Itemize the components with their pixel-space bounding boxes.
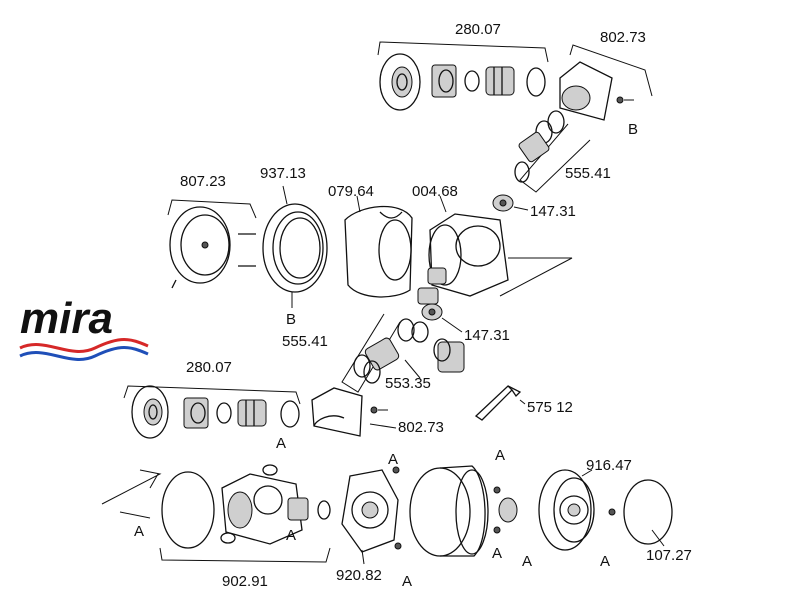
label-147-31-mid: 147.31 (464, 327, 510, 344)
part-937-13: 937.13 B (260, 165, 328, 328)
label-b-top: B (628, 121, 638, 138)
label-807-23: 807.23 (180, 173, 226, 190)
label-147-31-top: 147.31 (530, 203, 576, 220)
part-555-41-right: 555.41 (514, 110, 611, 193)
label-575-12: 575 12 (527, 399, 573, 416)
label-107-27: 107.27 (646, 547, 692, 564)
part-575-12: 575 12 (474, 385, 573, 421)
part-shroud (409, 465, 489, 557)
part-807-23: 807.23 (167, 173, 257, 289)
label-555-41-left: 555.41 (282, 333, 328, 350)
label-079-64: 079.64 (328, 183, 374, 200)
logo-wave-blue (19, 346, 149, 361)
part-555-41-left: 555.41 (282, 313, 429, 393)
label-553-35: 553.35 (385, 375, 431, 392)
part-902-91-assembly: 902.91 A A A (101, 435, 331, 590)
label-937-13: 937.13 (260, 165, 306, 182)
label-a-4: A (388, 451, 398, 468)
part-107-27: A 107.27 (600, 479, 692, 570)
part-920-82: 920.82 A A (336, 451, 412, 590)
label-920-82: 920.82 (336, 567, 382, 584)
label-a-8: A (522, 553, 532, 570)
mira-logo: mira (19, 294, 149, 361)
part-280-07-bottom: 280.07 (123, 359, 301, 439)
label-a-6: A (495, 447, 505, 464)
part-004-68: 004.68 (412, 183, 573, 305)
label-280-07-top: 280.07 (455, 21, 501, 38)
label-b-mid: B (286, 311, 296, 328)
label-a-2: A (276, 435, 286, 452)
label-a-1: A (134, 523, 144, 540)
label-555-41-right: 555.41 (565, 165, 611, 182)
label-902-91: 902.91 (222, 573, 268, 590)
label-a-5: A (402, 573, 412, 590)
label-a-9: A (600, 553, 610, 570)
part-147-31-top: 147.31 (492, 194, 576, 220)
part-916-47: 916.47 (538, 457, 632, 551)
label-004-68: 004.68 (412, 183, 458, 200)
label-280-07-bottom: 280.07 (186, 359, 232, 376)
label-a-7: A (492, 545, 502, 562)
part-nut-centre: A A A (492, 447, 532, 570)
part-802-73-bottom: 802.73 (311, 387, 444, 437)
label-a-3: A (286, 527, 296, 544)
part-553-35: 553.35 (385, 338, 465, 392)
logo-wordmark: mira (20, 294, 113, 343)
logo-wave-red (19, 338, 149, 353)
part-280-07-top: 280.07 (377, 21, 549, 111)
part-802-73-top: 802.73 B (559, 29, 653, 138)
label-802-73-top: 802.73 (600, 29, 646, 46)
label-916-47: 916.47 (586, 457, 632, 474)
part-147-31-mid: 147.31 (421, 303, 510, 344)
label-802-73-bottom: 802.73 (398, 419, 444, 436)
part-079-64: 079.64 (328, 183, 413, 298)
